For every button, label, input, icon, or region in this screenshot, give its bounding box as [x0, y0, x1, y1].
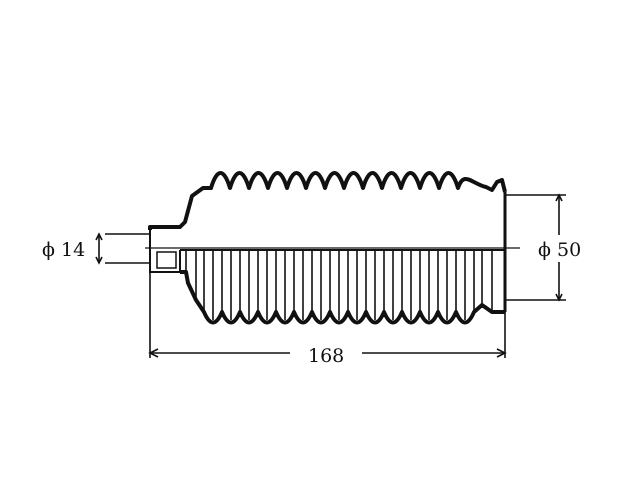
- bellows-lower-section: [180, 270, 505, 325]
- small-end-neck: [149, 230, 181, 273]
- right-diameter-label: ϕ 50: [538, 239, 581, 261]
- bellows-upper-profile: [148, 171, 507, 230]
- left-diameter-dimension: [95, 232, 150, 265]
- left-diameter-label: ϕ 14: [42, 239, 85, 261]
- length-label: 168: [308, 345, 344, 367]
- length-dimension: [148, 272, 507, 358]
- bellows-section-ribs: [185, 250, 493, 320]
- right-diameter-dimension: [505, 193, 566, 302]
